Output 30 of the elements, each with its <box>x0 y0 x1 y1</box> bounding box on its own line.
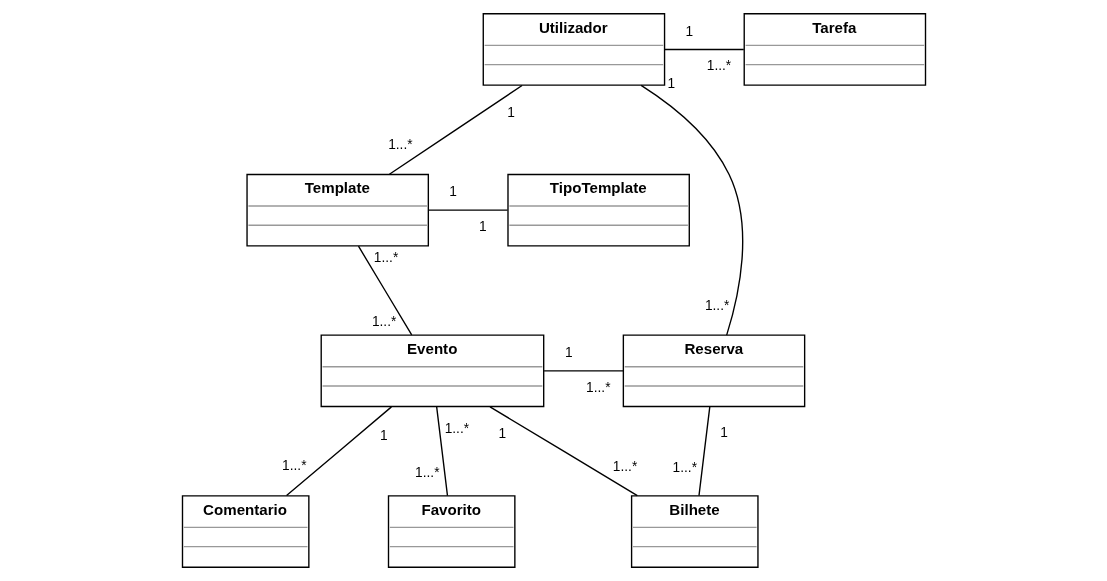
label: 1...* <box>373 249 398 265</box>
label: 1...* <box>612 459 637 475</box>
label: 1 <box>506 105 515 121</box>
label: 1...* <box>281 457 306 473</box>
label: 1 <box>667 75 675 91</box>
label: 1...* <box>672 460 697 476</box>
label: 1 <box>685 23 693 39</box>
connector <box>388 84 523 175</box>
connector <box>427 209 508 211</box>
connector <box>542 370 624 372</box>
connector <box>697 406 710 497</box>
connector <box>663 48 744 51</box>
label: 1 <box>564 344 573 360</box>
connector <box>285 406 392 497</box>
label: 1 <box>719 424 728 440</box>
label: 1...* <box>444 420 469 436</box>
label: 1...* <box>387 137 413 153</box>
connector <box>357 245 412 336</box>
label: 1 <box>478 218 487 234</box>
label: 1...* <box>706 58 731 74</box>
connector <box>488 406 638 497</box>
label: 1...* <box>371 314 396 330</box>
label: 1...* <box>585 379 611 395</box>
label: 1...* <box>414 464 439 480</box>
connector <box>639 84 743 336</box>
label: 1...* <box>704 297 729 313</box>
label: 1 <box>497 425 506 441</box>
label: 1 <box>448 184 457 200</box>
label: 1 <box>379 427 388 443</box>
connector <box>435 406 448 497</box>
